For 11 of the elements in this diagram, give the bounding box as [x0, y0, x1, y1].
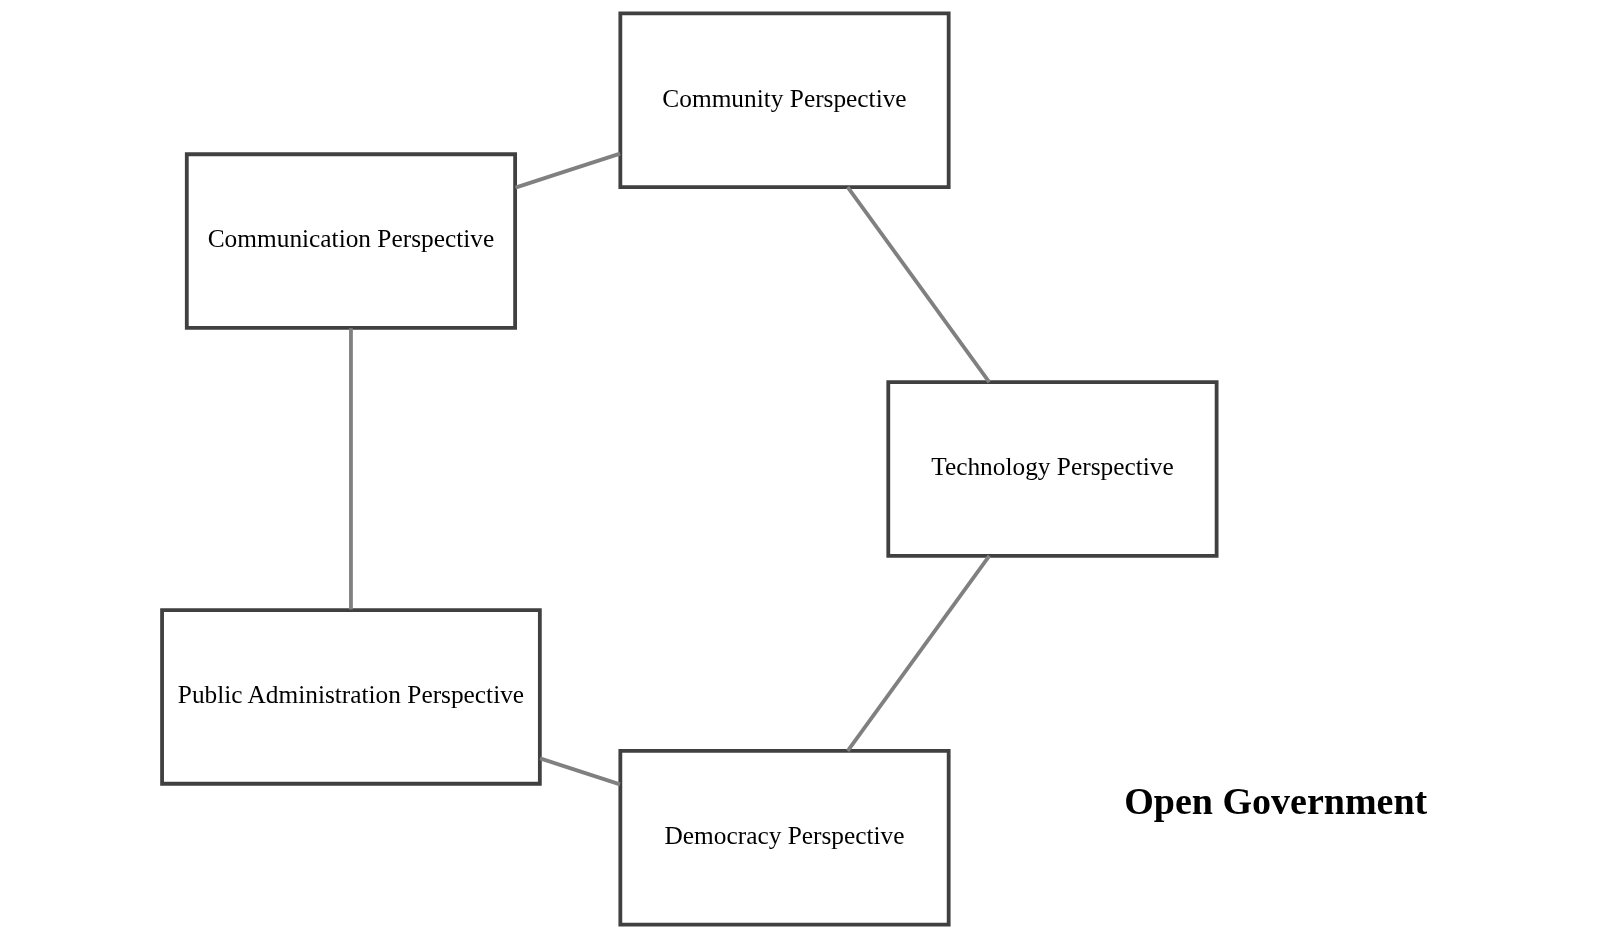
label: Open Government [1123, 780, 1427, 823]
node-box: Democracy Perspective [617, 749, 951, 927]
connector [845, 186, 991, 384]
connector [538, 756, 621, 787]
connector [514, 151, 621, 190]
node-box: Community Perspective [617, 11, 951, 189]
node-box: Technology Perspective [885, 380, 1218, 558]
connector [348, 328, 353, 610]
node-box: Public Administration Perspective [159, 608, 542, 786]
node-box: Communication Perspective [184, 152, 517, 330]
connector [845, 554, 991, 752]
